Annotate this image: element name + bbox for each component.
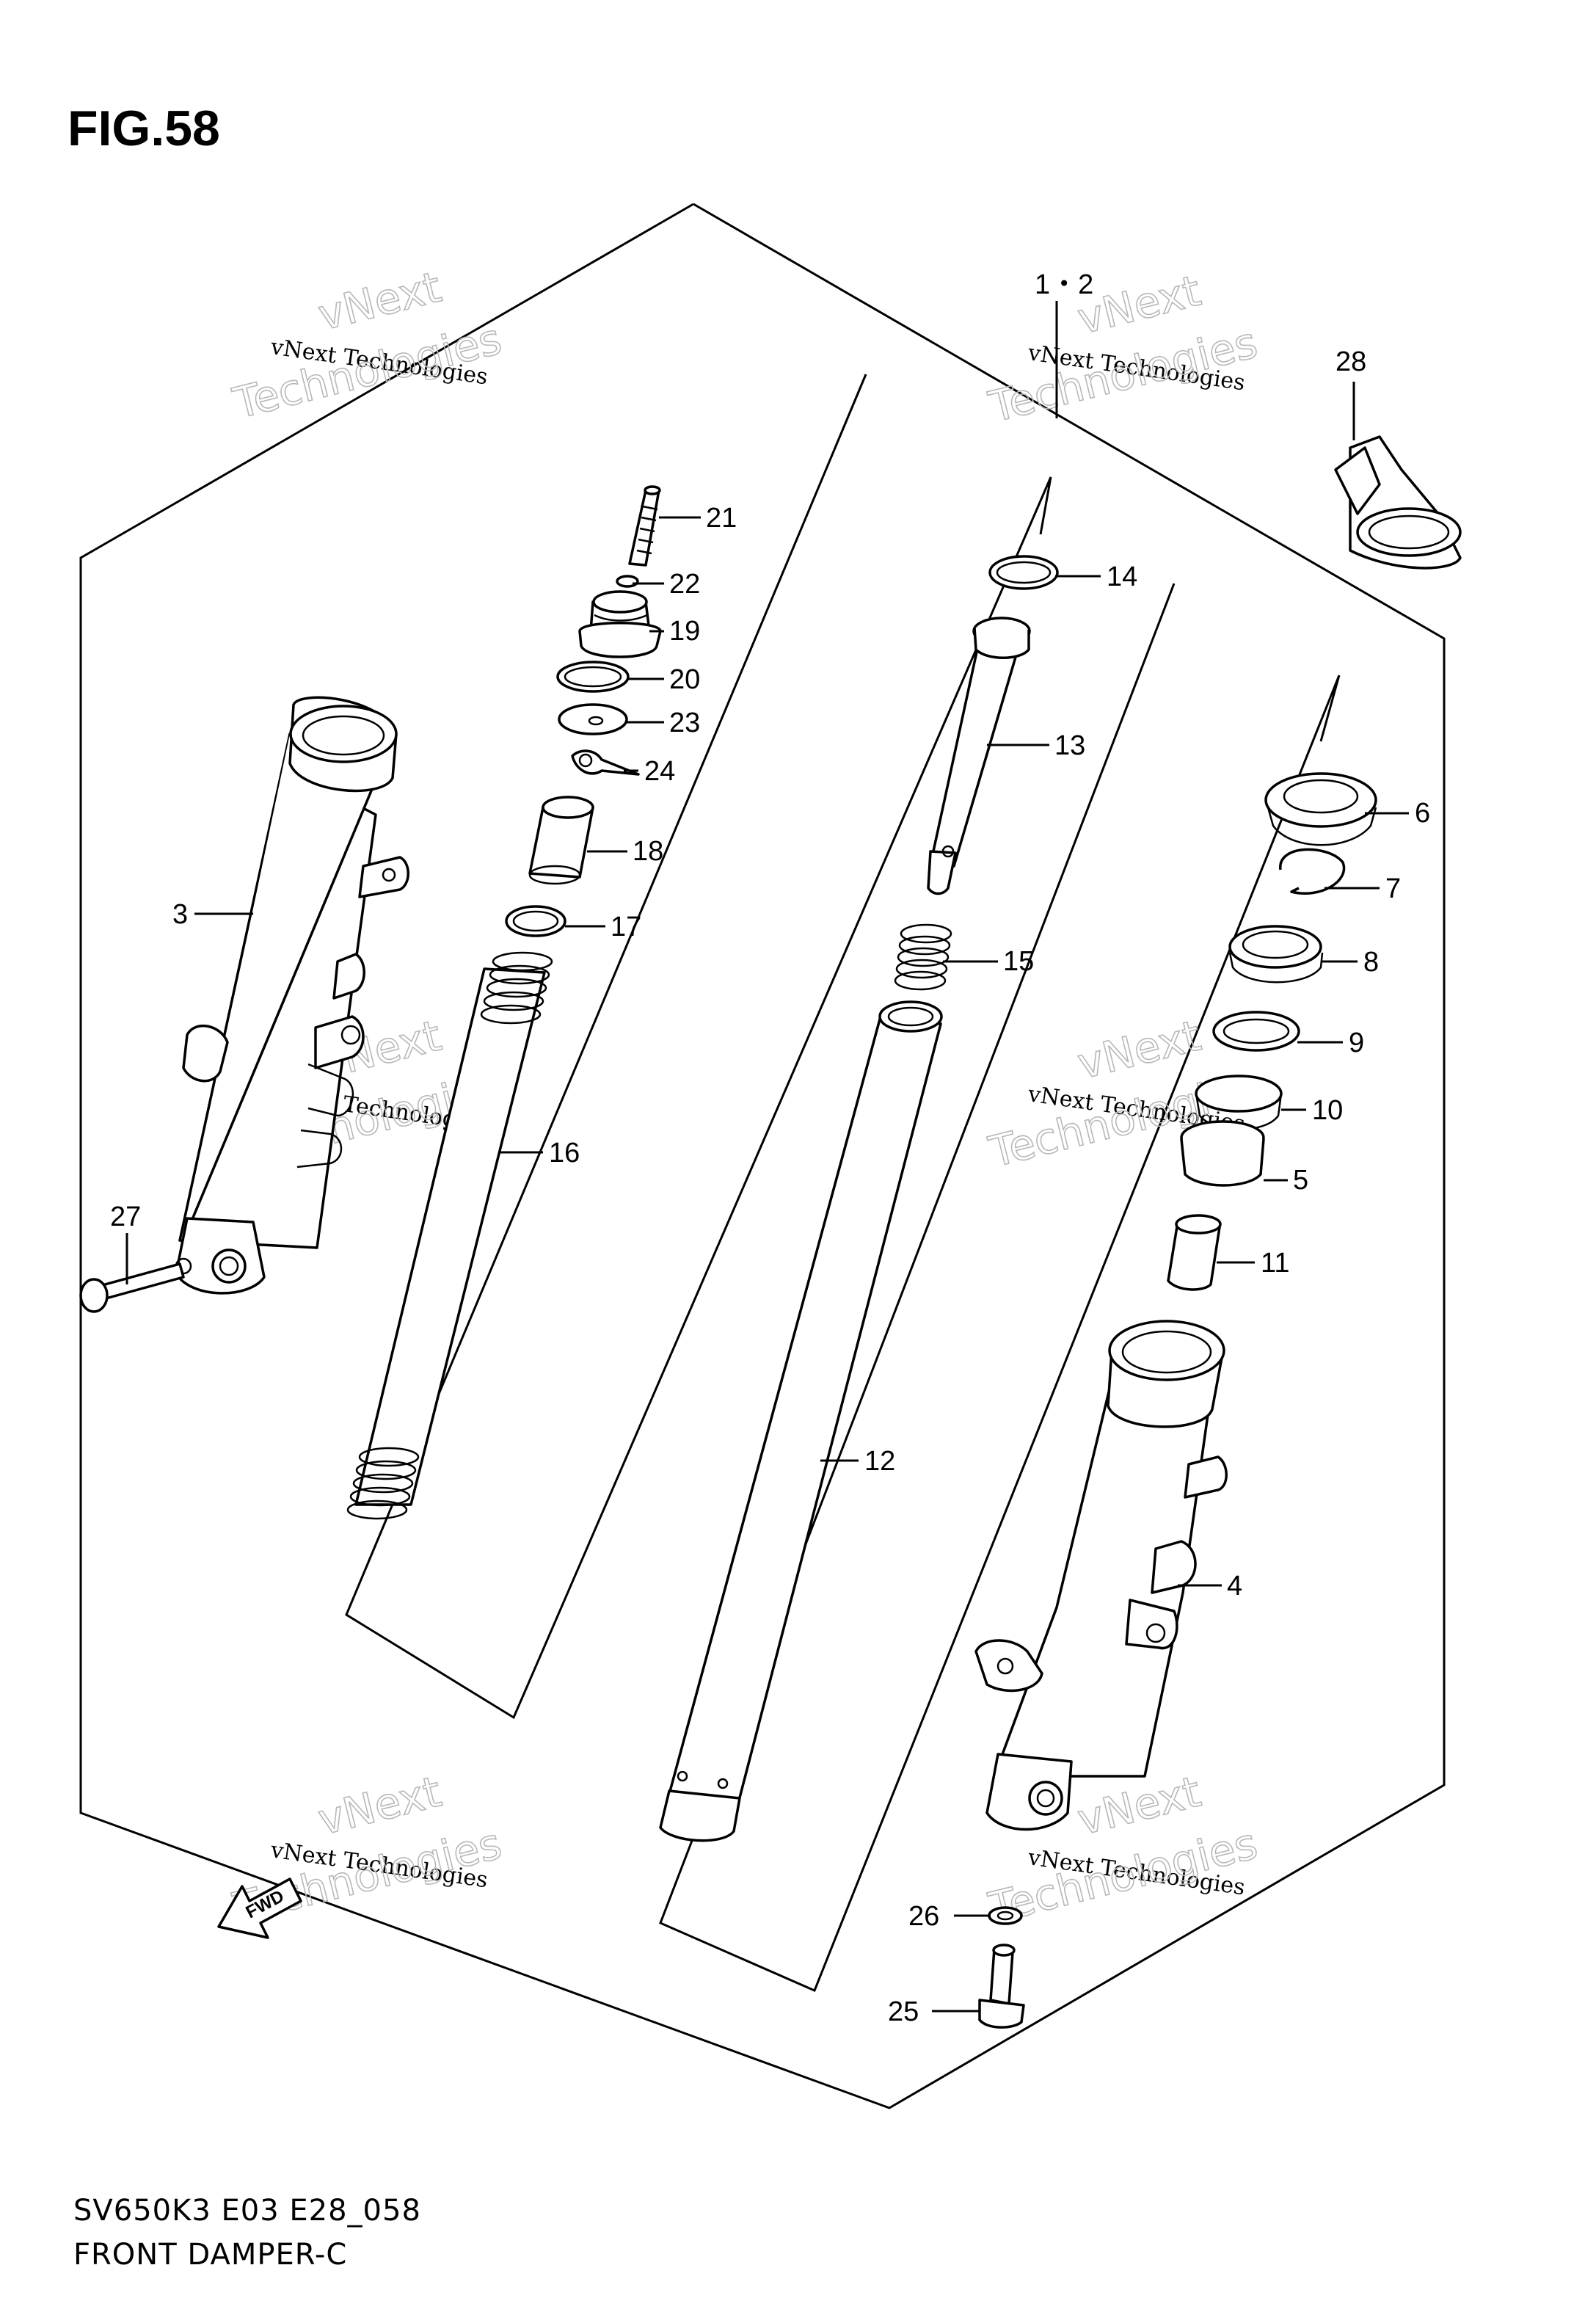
callout-7: 7	[1385, 873, 1401, 904]
part-9-washer	[1212, 1011, 1300, 1052]
part-13-damper-rod	[927, 617, 1031, 895]
callouts: 1・2 28 21 22 19 20 23 24 18 17 3 16 27 1…	[110, 269, 1430, 2027]
part-26-washer-inner	[996, 1911, 1014, 1921]
part-19-cap-bolt	[578, 590, 662, 658]
part-3-outer-tube-left	[175, 696, 409, 1295]
callout-10: 10	[1312, 1095, 1343, 1126]
assembly-boundary	[79, 203, 1446, 2109]
part-15-rebound-spring	[894, 923, 952, 991]
inner-frame-left	[345, 374, 1052, 1720]
watermark-text: vNext	[313, 262, 446, 341]
callout-27: 27	[110, 1202, 141, 1232]
part-25-bolt	[978, 1944, 1025, 2029]
part-23-washer	[558, 703, 628, 735]
callout-23: 23	[669, 708, 700, 738]
inner-frame-middle	[659, 583, 1341, 1992]
part-14-ring-inner	[996, 561, 1052, 584]
part-16-fork-spring	[346, 951, 553, 1520]
callout-16: 16	[549, 1138, 580, 1168]
part-12-inner-tube	[659, 1000, 943, 1842]
part-27-bolt	[79, 1262, 185, 1313]
figure-name: FRONT DAMPER-C	[73, 2238, 347, 2272]
callout-18: 18	[633, 836, 663, 867]
callout-3: 3	[172, 899, 188, 930]
leader-lines	[125, 301, 1409, 2013]
callout-11: 11	[1261, 1248, 1289, 1279]
model-code: SV650K3 E03 E28_058	[73, 2194, 421, 2228]
callout-17: 17	[611, 912, 641, 942]
part-8-oil-seal	[1228, 925, 1324, 984]
callout-28: 28	[1336, 346, 1366, 377]
part-6-dust-seal	[1264, 772, 1377, 846]
part-22-o-ring	[616, 575, 639, 588]
callout-24: 24	[644, 756, 675, 787]
watermark-text: vNext	[313, 1767, 446, 1845]
callout-6: 6	[1415, 798, 1430, 829]
part-5-slide-bushing	[1180, 1120, 1265, 1187]
callout-25: 25	[888, 1996, 919, 2027]
callout-13: 13	[1054, 730, 1085, 761]
watermark-text: Technologies	[228, 313, 506, 428]
part-26-washer	[988, 1906, 1023, 1925]
callout-14: 14	[1107, 561, 1137, 592]
part-28-cover	[1334, 435, 1462, 570]
figure-title: FIG.58	[68, 101, 220, 156]
callout-19: 19	[669, 616, 700, 647]
callout-21: 21	[706, 503, 737, 534]
part-18-spacer	[528, 796, 594, 885]
part-9-washer-inner	[1222, 1018, 1290, 1044]
callout-1-2: 1・2	[1035, 269, 1093, 300]
part-17-o-ring-inner	[512, 910, 559, 932]
watermark-text: Technologies	[984, 317, 1262, 432]
callout-8: 8	[1363, 947, 1379, 978]
callout-4: 4	[1227, 1571, 1242, 1602]
part-20-o-ring-inner	[564, 666, 622, 688]
callout-15: 15	[1003, 946, 1034, 977]
part-4-outer-tube-right	[974, 1320, 1228, 1831]
callout-22: 22	[669, 569, 700, 600]
part-11-oil-lock-piece	[1167, 1214, 1222, 1291]
part-24-clip	[571, 749, 640, 776]
callout-26: 26	[908, 1901, 939, 1932]
part-7-stopper-ring	[1279, 848, 1346, 895]
callout-5: 5	[1293, 1165, 1308, 1196]
watermark-text: vNext	[1073, 1011, 1206, 1089]
watermark-text: vNext	[1073, 1767, 1206, 1845]
part-14-ring	[988, 555, 1059, 590]
callout-20: 20	[669, 664, 700, 695]
part-21-adjuster-rod	[628, 485, 661, 567]
callout-12: 12	[864, 1446, 895, 1477]
callout-9: 9	[1349, 1028, 1364, 1058]
